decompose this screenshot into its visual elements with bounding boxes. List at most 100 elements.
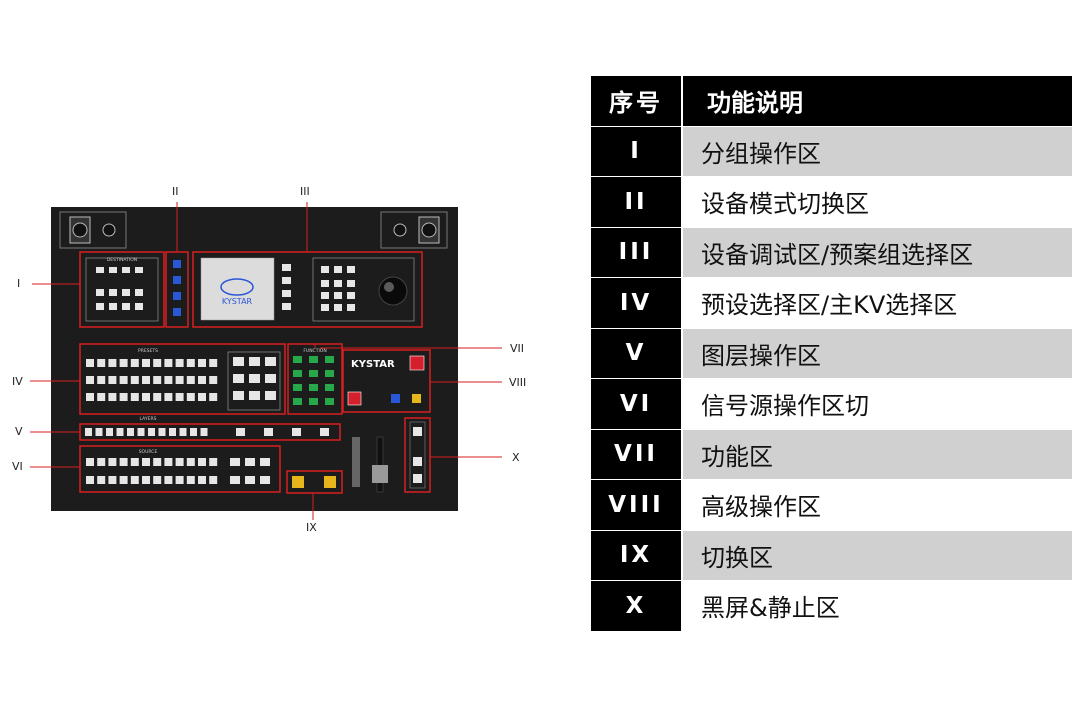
preset-key <box>175 359 184 367</box>
zone-marker-iii: III <box>300 185 310 198</box>
preset-key <box>164 376 173 384</box>
advanced-logo-text: KYSTAR <box>351 359 395 370</box>
preset-key <box>97 359 106 367</box>
row-description: 信号源操作区切 <box>682 378 1072 430</box>
mode-keys <box>173 260 181 316</box>
debug-key <box>321 280 329 287</box>
lcd-screen <box>200 257 275 321</box>
debug-key <box>334 280 342 287</box>
layer-key <box>179 428 187 436</box>
layer-key <box>236 428 245 436</box>
source-key <box>108 458 117 466</box>
row-description: 设备模式切换区 <box>682 176 1072 228</box>
destination-key <box>96 303 104 310</box>
debug-key <box>347 304 355 311</box>
preset-key <box>86 393 94 401</box>
row-number: X <box>591 580 683 632</box>
nav-key <box>282 277 291 284</box>
function-key <box>293 384 302 391</box>
preset-key <box>209 359 218 367</box>
advanced-blue-key <box>391 394 400 403</box>
preset-key <box>198 376 206 384</box>
zone-marker-vii: VII <box>510 342 525 355</box>
row-number: IX <box>591 530 683 581</box>
preset-key <box>97 393 106 401</box>
source-key <box>108 476 117 484</box>
source-key <box>186 476 195 484</box>
row-number: III <box>591 227 683 278</box>
black-freeze-key-3 <box>413 474 422 483</box>
function-key <box>325 356 334 363</box>
layer-key <box>169 428 176 436</box>
source-key <box>164 458 173 466</box>
source-key <box>97 476 106 484</box>
layer-keys <box>85 428 329 436</box>
destination-key <box>109 303 117 310</box>
presets-label: PRESETS <box>138 348 158 354</box>
function-key <box>325 384 334 391</box>
xlr-connector-right-icon <box>380 211 448 249</box>
layer-key <box>200 428 208 436</box>
preset-key <box>153 359 162 367</box>
function-label: FUNCTION <box>303 348 326 354</box>
zone-iv-frame <box>79 343 286 415</box>
function-key <box>293 398 302 405</box>
debug-key <box>334 292 342 299</box>
source-key <box>175 476 184 484</box>
row-number: I <box>591 126 683 177</box>
nav-key <box>282 303 291 310</box>
source-key <box>175 458 184 466</box>
table-header-row: 序号 功能说明 <box>591 76 1072 127</box>
source-key <box>230 476 240 484</box>
preset-key <box>198 359 206 367</box>
nav-key <box>282 264 291 271</box>
source-key <box>198 476 206 484</box>
source-key <box>198 458 206 466</box>
zone-marker-ix: IX <box>306 521 317 534</box>
function-key <box>309 384 318 391</box>
preset-keys <box>86 359 218 401</box>
source-key <box>186 458 195 466</box>
destination-key <box>135 267 143 273</box>
zone-marker-i: I <box>17 277 21 290</box>
preset-key <box>198 393 206 401</box>
main-kv-key <box>249 357 260 366</box>
destination-key <box>122 289 130 296</box>
source-key <box>230 458 240 466</box>
mode-key <box>173 292 181 300</box>
layers-label: LAYERS <box>140 416 157 422</box>
preset-key <box>142 393 150 401</box>
main-kv-key <box>233 374 244 383</box>
layer-key <box>320 428 329 436</box>
destination-key <box>96 289 104 296</box>
preset-key <box>153 393 162 401</box>
source-key <box>245 476 255 484</box>
zone-vi-frame <box>79 445 281 493</box>
main-kv-keys <box>233 357 276 400</box>
function-key <box>309 370 318 377</box>
source-key <box>86 476 94 484</box>
debug-key <box>321 304 329 311</box>
row-description: 功能区 <box>682 429 1072 480</box>
zone-marker-iv: IV <box>12 375 23 388</box>
preset-key <box>142 359 150 367</box>
main-kv-key <box>233 357 244 366</box>
zone-marker-x: X <box>512 451 520 464</box>
debug-key <box>347 292 355 299</box>
destination-key <box>122 267 130 273</box>
debug-key <box>347 266 355 273</box>
preset-key <box>175 376 184 384</box>
source-key <box>209 476 218 484</box>
preset-key <box>130 376 139 384</box>
preset-key <box>153 376 162 384</box>
debug-key <box>347 280 355 287</box>
layer-key <box>190 428 197 436</box>
source-key <box>130 476 139 484</box>
